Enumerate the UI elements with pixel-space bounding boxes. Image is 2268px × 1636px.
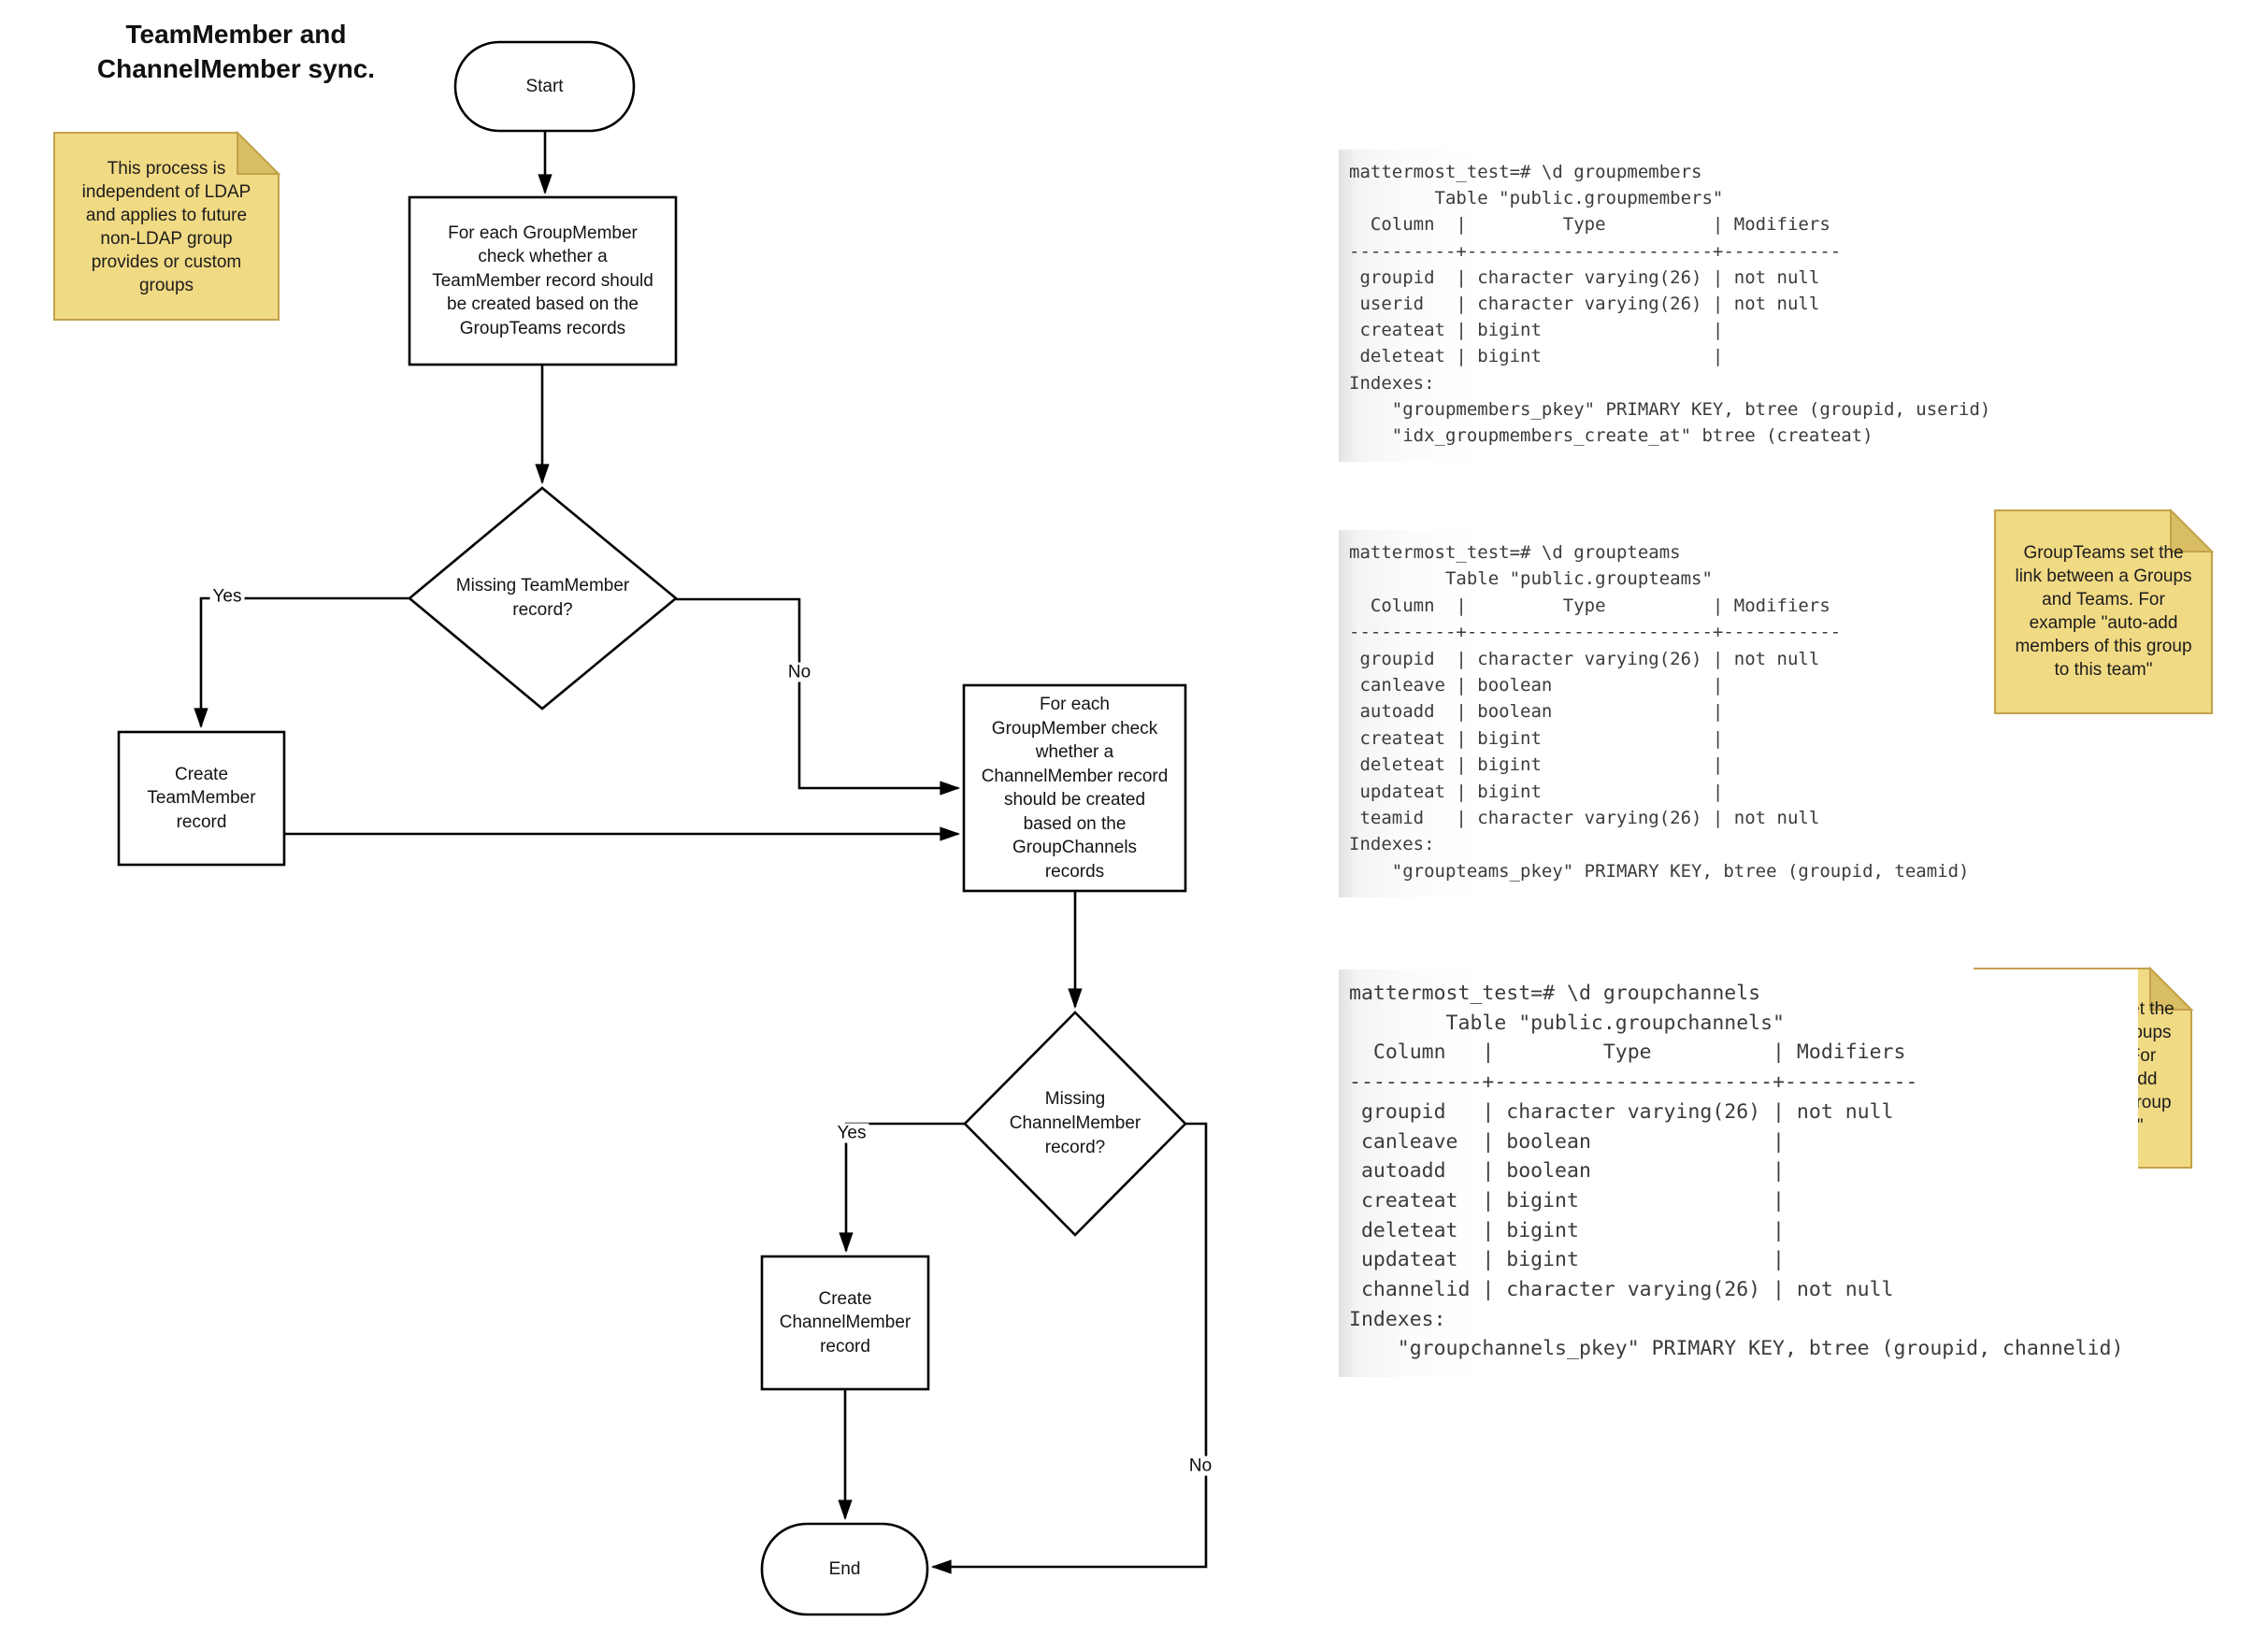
decision-channel-shape bbox=[963, 1011, 1187, 1237]
process-team-shape bbox=[408, 195, 678, 366]
terminal-output-groupchannels: mattermost_test=# \d groupchannels Table… bbox=[1339, 969, 2139, 1378]
end-node-label: End bbox=[828, 1558, 861, 1579]
start-node-shape bbox=[453, 40, 636, 133]
start-node-label: Start bbox=[525, 76, 564, 96]
process-team-label: For each GroupMember check whether a Tea… bbox=[432, 222, 653, 338]
create-channel-shape bbox=[760, 1255, 930, 1391]
decision-channel-label: Missing ChannelMember record? bbox=[1009, 1089, 1141, 1157]
process-channel-shape bbox=[962, 683, 1187, 893]
create-team-shape bbox=[117, 730, 286, 867]
sticky-note-ldap: This process is independent of LDAP and … bbox=[81, 159, 251, 295]
edge-decision-team-yes bbox=[194, 596, 409, 729]
create-team-label: Create TeamMember record bbox=[147, 764, 256, 832]
decision-team-label: Missing TeamMember record? bbox=[455, 576, 630, 620]
end-node-shape bbox=[760, 1522, 929, 1616]
terminal-output-groupmembers: mattermost_test=# \d groupmembers Table … bbox=[1339, 150, 2006, 463]
edge-label-no-team: No bbox=[784, 662, 814, 682]
page-title: TeamMember and ChannelMember sync. bbox=[96, 20, 376, 83]
edge-label-no-channel: No bbox=[1185, 1456, 1215, 1476]
sticky-note-groupteams-shape bbox=[1994, 508, 2215, 714]
decision-team-shape bbox=[407, 486, 679, 710]
edge-label-yes-team: Yes bbox=[209, 586, 245, 607]
sticky-note-groupteams: GroupTeams set the link between a Groups… bbox=[2015, 543, 2192, 680]
edge-label-yes-channel: Yes bbox=[834, 1123, 869, 1143]
terminal-output-groupteams: mattermost_test=# \d groupteams Table "p… bbox=[1339, 530, 1985, 898]
sticky-note-ldap-shape bbox=[53, 130, 281, 321]
process-channel-label: For each GroupMember check whether a Cha… bbox=[981, 695, 1169, 882]
create-channel-label: Create ChannelMember record bbox=[779, 1288, 912, 1356]
edge-decision-team-no bbox=[676, 597, 961, 796]
edge-decision-channel-no bbox=[930, 1122, 1208, 1574]
